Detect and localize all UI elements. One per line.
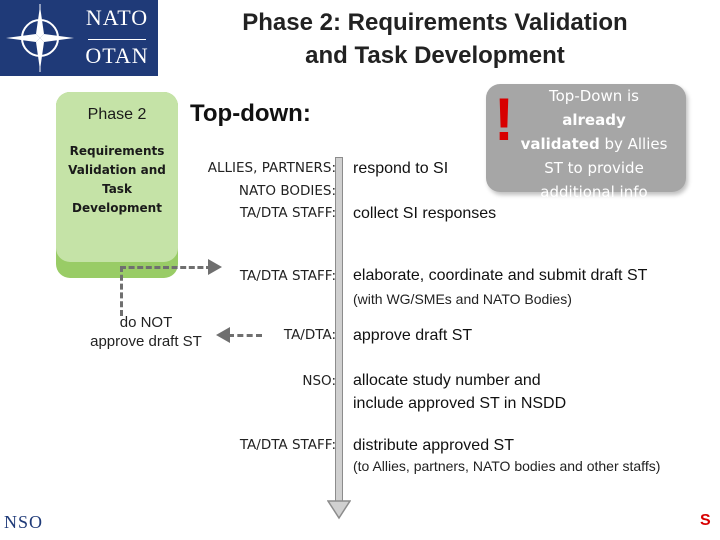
phase-card-subtitle-line: Development — [72, 201, 162, 215]
reject-branch-line: approve draft ST — [90, 333, 202, 350]
phase-card-subtitle-line: Requirements — [69, 144, 165, 158]
step-action: collect SI responses — [353, 205, 497, 222]
reject-branch-label: do NOT approve draft ST — [80, 313, 212, 351]
phase-card-subtitle-line: Validation and — [68, 163, 166, 177]
step-action-line: include approved ST in NSDD — [353, 395, 567, 412]
step-action: respond to SI — [353, 160, 449, 177]
callout-line-rest: by Allies — [599, 135, 668, 153]
phase-card-title: Phase 2 — [87, 106, 147, 123]
step-role: TA/DTA STAFF: — [239, 437, 336, 453]
step-action-line: allocate study number and — [353, 372, 541, 389]
callout-line: Top-Down is — [549, 87, 639, 105]
step-role: TA/DTA STAFF: — [239, 268, 336, 284]
phase-card-subtitle-line: Task — [102, 182, 132, 196]
step-role: ALLIES, PARTNERS: — [207, 160, 336, 176]
phase-card-subtitle: Requirements Validation and Task Develop… — [56, 142, 178, 218]
callout-line: ST to provide — [544, 159, 644, 177]
step-role: NSO: — [302, 373, 336, 389]
step-action-note: (to Allies, partners, NATO bodies and ot… — [353, 458, 661, 474]
step-role: TA/DTA STAFF: — [239, 205, 336, 221]
phase-card-face: Phase 2 Requirements Validation and Task… — [56, 92, 178, 262]
logo-divider — [88, 39, 146, 40]
step-action: approve draft ST — [353, 327, 473, 344]
topdown-heading: Top-down: — [190, 100, 311, 127]
step-action-note: (with WG/SMEs and NATO Bodies) — [353, 291, 572, 307]
rework-loop-top-line — [120, 266, 212, 269]
reject-branch-line: do NOT — [119, 314, 173, 331]
callout-bold-word: validated — [520, 135, 600, 153]
arrow-right-icon — [208, 259, 222, 275]
step-action: elaborate, coordinate and submit draft S… — [353, 267, 648, 284]
rework-loop-vertical-line — [120, 266, 123, 316]
logo-bottom-text: OTAN — [85, 43, 149, 68]
callout-line: already — [562, 111, 626, 129]
nso-footer-logo: NSO — [4, 512, 44, 532]
arrow-left-icon — [216, 327, 230, 343]
slide-mark: S — [700, 512, 711, 529]
page-title: Phase 2: Requirements Validation and Tas… — [190, 6, 680, 72]
exclamation-icon: ! — [494, 86, 514, 153]
logo-top-text: NATO — [85, 5, 149, 30]
step-role: NATO BODIES: — [238, 183, 336, 199]
callout-note: ! Top-Down is already validated by Allie… — [486, 84, 686, 201]
step-role: TA/DTA: — [283, 327, 336, 343]
nato-otan-logo: NATO OTAN — [0, 0, 158, 76]
callout-line: additional info — [540, 183, 648, 201]
phase-card: Phase 2 Requirements Validation and Task… — [56, 92, 178, 278]
nato-compass-star-icon — [6, 4, 74, 72]
step-action: distribute approved ST — [353, 437, 514, 454]
page-title-line1: Phase 2: Requirements Validation — [242, 9, 628, 36]
timeline-arrow-down-icon — [327, 500, 351, 520]
process-timeline-line — [335, 157, 343, 505]
callout-line: validated by Allies — [510, 132, 678, 156]
page-title-line2: and Task Development — [305, 42, 565, 69]
callout-text: Top-Down is already validated by Allies … — [510, 84, 678, 204]
reject-branch-line-dashed — [228, 334, 262, 337]
